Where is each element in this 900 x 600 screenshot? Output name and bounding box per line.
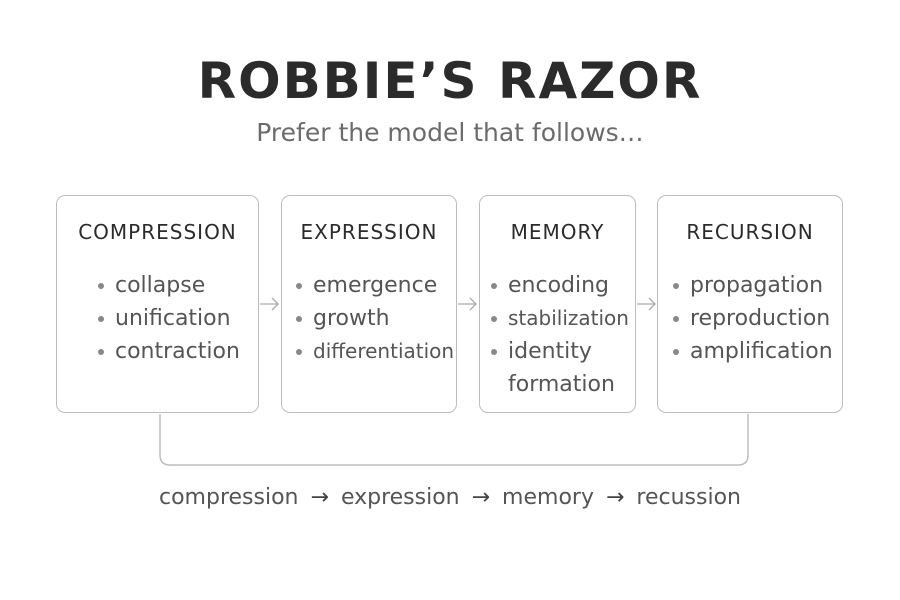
flow-step: expression [340,485,460,510]
stage-box-recursion: RECURSION propagation reproduction ampli… [657,195,843,413]
box-arrow-3 [637,297,656,311]
diagram-title: ROBBIE’S RAZOR [197,52,703,110]
stage-item-list: propagation reproduction amplification [672,269,833,368]
list-item: stabilization [490,302,629,335]
diagram-subtitle: Prefer the model that follows… [256,118,644,147]
flow-step: recussion [636,485,741,510]
box-arrow-1 [260,297,279,311]
list-item-line: identity [508,339,592,364]
list-item-line: formation [508,372,615,397]
list-item: reproduction [672,302,833,335]
list-item: collapse [97,269,240,302]
flow-step: compression [159,485,299,510]
stage-heading: RECURSION [686,220,814,244]
stage-item-list: collapse unification contraction [97,269,240,368]
flow-step: memory [502,485,594,510]
stage-box-memory: MEMORY encoding stabilization identity f… [479,195,636,413]
flow-arrow-icon: → [471,485,491,510]
list-item: amplification [672,335,833,368]
list-item: emergence [295,269,454,302]
stage-heading: EXPRESSION [300,220,438,244]
list-item: growth [295,302,454,335]
list-item: unification [97,302,240,335]
list-item: encoding [490,269,629,302]
box-arrow-2 [458,297,477,311]
flow-sequence: compression → expression → memory → recussion [0,485,900,510]
stage-item-list: encoding stabilization identity formatio… [490,269,629,401]
list-item: differentiation [295,335,454,368]
list-item: contraction [97,335,240,368]
stage-heading: MEMORY [510,220,605,244]
flow-arrow-icon: → [310,485,329,510]
feedback-loop-line [159,414,749,466]
stage-box-expression: EXPRESSION emergence growth differentiat… [281,195,457,413]
list-item: identity formation [490,335,629,401]
stage-box-compression: COMPRESSION collapse unification contrac… [56,195,259,413]
list-item: propagation [672,269,833,302]
flow-arrow-icon: → [605,485,625,510]
stage-heading: COMPRESSION [78,220,237,244]
stage-item-list: emergence growth differentiation [295,269,454,368]
